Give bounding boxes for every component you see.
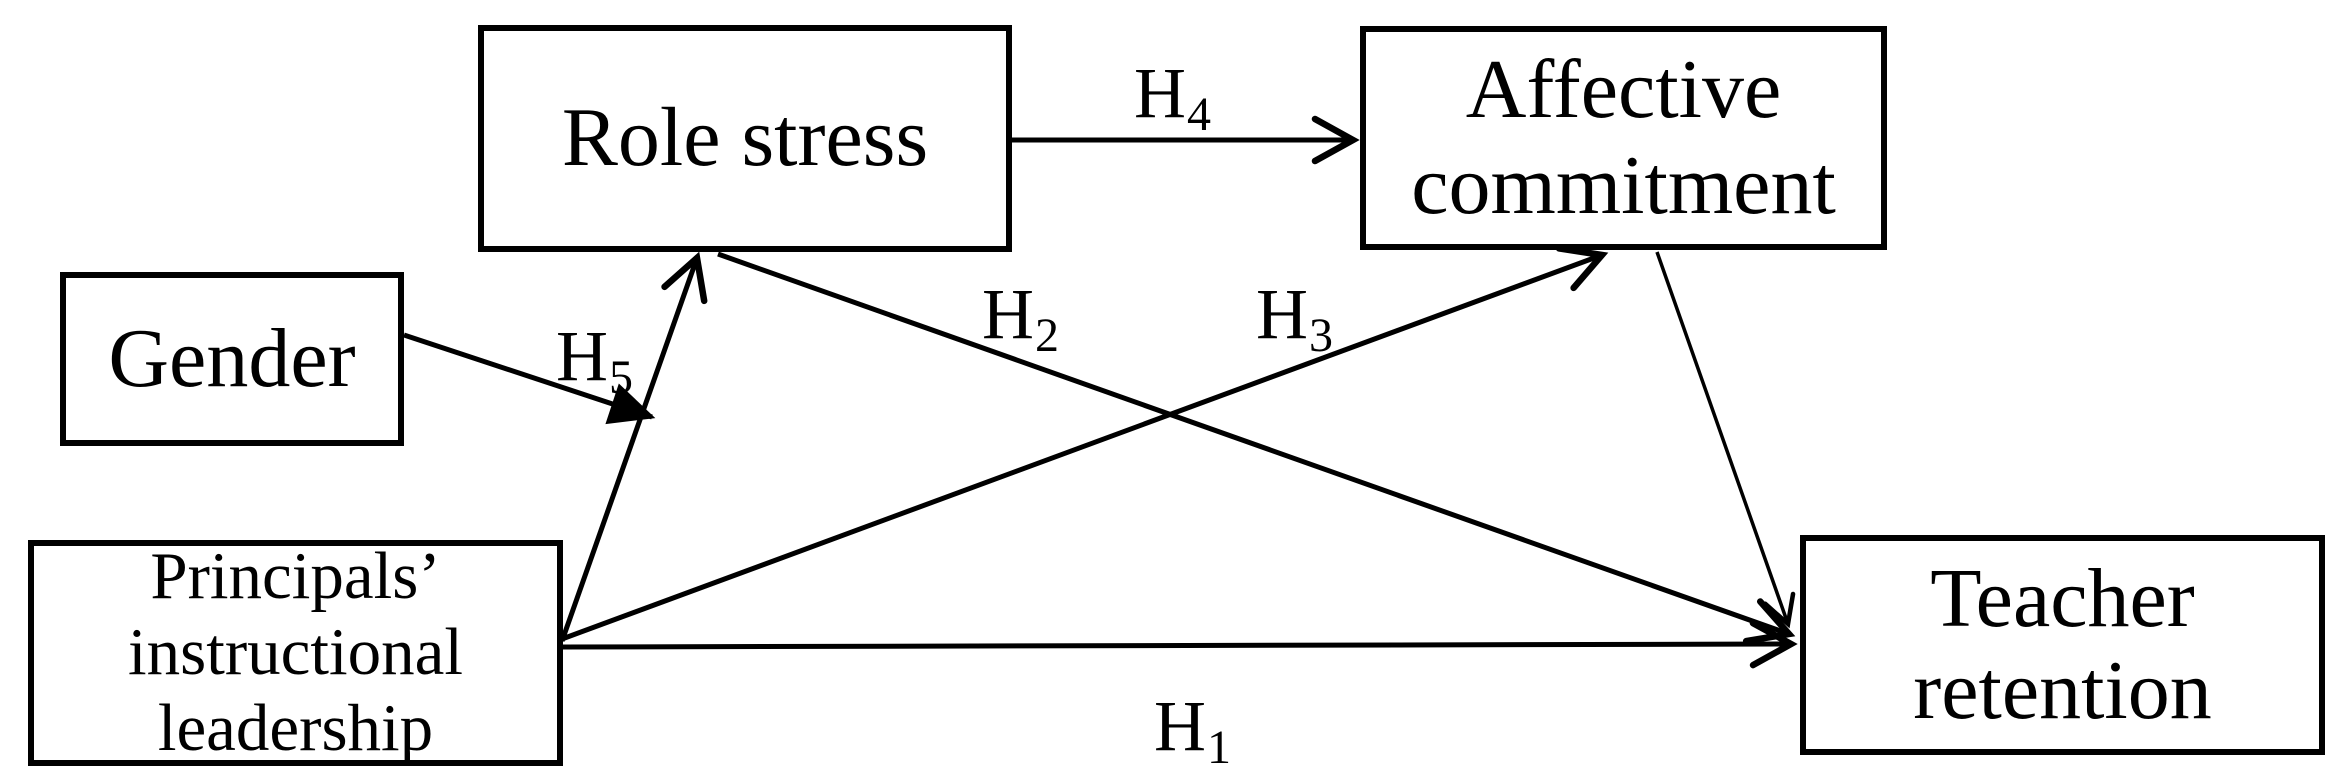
hypothesis-label-h1: H1: [1154, 690, 1231, 772]
node-label: Role stress: [484, 91, 1006, 185]
node-label-line: Principals’: [150, 539, 441, 614]
node-label-line: leadership: [157, 690, 434, 765]
hypothesis-letter: H: [982, 274, 1034, 354]
edge-arrow-h2: [717, 251, 1796, 645]
hypothesis-label-h5: H5: [556, 320, 633, 402]
node-label-line: Affective: [1465, 43, 1782, 137]
edge-arrow-principals_to_role_stress: [559, 251, 708, 642]
node-label-line: Role stress: [561, 91, 929, 185]
node-label-line: instructional: [128, 615, 463, 690]
edge-group: [403, 115, 1798, 669]
edge-arrow-h3: [561, 245, 1609, 642]
hypothesis-letter: H: [1256, 274, 1308, 354]
node-gender: Gender: [60, 272, 404, 446]
node-label: Gender: [66, 311, 398, 405]
hypothesis-letter: H: [556, 316, 608, 396]
edge-arrow-h1: [562, 619, 1798, 669]
hypothesis-subscript: 5: [608, 351, 633, 405]
hypothesis-subscript: 2: [1034, 309, 1059, 363]
node-label-line: commitment: [1411, 139, 1836, 232]
hypothesis-label-h4: H4: [1134, 57, 1211, 139]
edge-arrow-h5: [403, 332, 656, 425]
hypothesis-letter: H: [1154, 686, 1206, 766]
hypothesis-subscript: 3: [1308, 309, 1333, 363]
hypothesis-subscript: 1: [1206, 721, 1231, 775]
hypothesis-label-h2: H2: [982, 278, 1059, 360]
node-label-line: Gender: [108, 311, 356, 405]
hypothesis-letter: H: [1134, 53, 1186, 133]
hypothesis-subscript: 4: [1186, 88, 1211, 142]
edge-arrow-affective_to_retention: [1655, 251, 1796, 629]
node-label-line: retention: [1913, 644, 2212, 737]
hypothesis-label-h3: H3: [1256, 278, 1333, 360]
node-label-line: Teacher: [1930, 551, 2195, 645]
node-role-stress: Role stress: [478, 25, 1012, 252]
